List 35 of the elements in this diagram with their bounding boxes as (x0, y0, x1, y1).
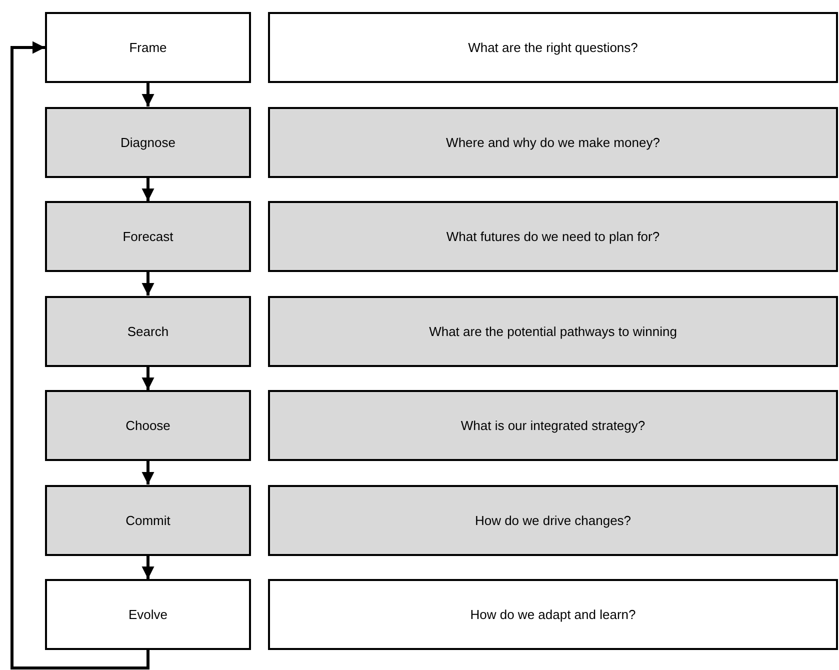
step-label: Search (127, 324, 169, 338)
process-box (45, 12, 251, 83)
arrow (142, 178, 154, 201)
question-box (268, 390, 838, 461)
question-box (268, 484, 838, 556)
step-label: Forecast (122, 229, 174, 244)
arrow (142, 366, 154, 390)
arrow (142, 461, 154, 484)
arrow (142, 556, 154, 579)
step-label: Evolve (128, 607, 168, 622)
step-label: What is our integrated strategy? (460, 418, 646, 433)
question-box (268, 201, 838, 272)
step-label: How do we drive changes? (474, 512, 632, 528)
step-label: What are the potential pathways to winning (429, 324, 677, 338)
question-box (268, 579, 838, 650)
step-label: Diagnose (120, 134, 176, 150)
arrow (10, 41, 150, 670)
question-box (268, 106, 838, 178)
step-label: What futures do we need to plan for? (446, 229, 660, 244)
process-box (45, 390, 251, 461)
process-box (45, 201, 251, 272)
step-label: Commit (126, 512, 170, 528)
step-label: Choose (126, 418, 170, 433)
arrow (142, 83, 154, 106)
process-box (45, 579, 251, 650)
arrow (142, 272, 154, 296)
process-box (45, 296, 251, 366)
step-label: Where and why do we make money? (446, 134, 660, 150)
step-label: What are the right questions? (468, 40, 638, 55)
process-box (45, 484, 251, 556)
process-box (45, 106, 251, 178)
step-label: How do we adapt and learn? (470, 607, 636, 622)
question-box (268, 296, 838, 366)
question-box (268, 12, 838, 83)
step-label: Frame (129, 40, 167, 55)
